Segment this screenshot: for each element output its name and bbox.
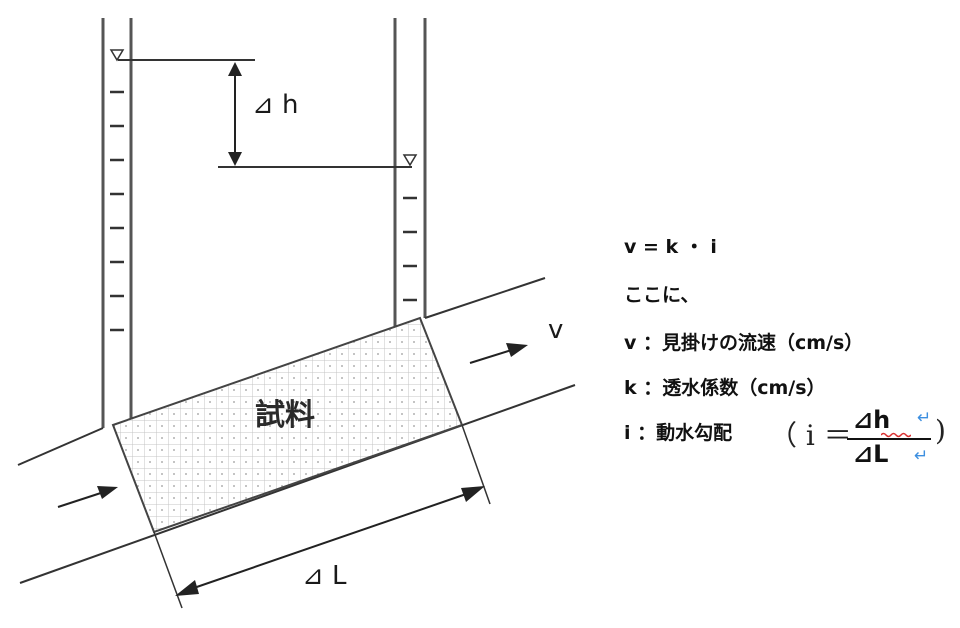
right-tube-ticks: [403, 196, 417, 302]
fraction-bar: [847, 438, 931, 440]
left-tube-ticks: [110, 90, 124, 332]
delta-l-arrowhead-right: [461, 486, 485, 502]
channel-upper-wall-right: [424, 277, 546, 319]
denominator-return-mark: ↵: [914, 446, 929, 466]
right-water-level-marker: [402, 154, 418, 167]
outflow-arrowhead: [506, 343, 528, 357]
spellcheck-squiggle: [881, 432, 911, 438]
k-definition: k ：透水係数（cm/s）: [624, 377, 826, 399]
inflow-arrowhead: [97, 486, 118, 499]
channel-upper-wall-left: [17, 427, 104, 466]
delta-l-arrowhead-left: [175, 580, 199, 596]
fraction-denominator: ⊿L: [853, 440, 889, 468]
legend-intro: ここに、: [624, 284, 700, 306]
delta-l-label: ⊿ L: [302, 561, 347, 591]
delta-h-arrowhead-top: [228, 62, 242, 76]
delta-h-label: ⊿ h: [252, 90, 299, 120]
sample-label: 試料: [255, 398, 315, 433]
delta-h-arrowhead-bottom: [228, 152, 242, 166]
i-definition: i ：動水勾配 （ i ＝ ⊿h ↵ ⊿L ↵ ): [624, 406, 946, 468]
delta-l-ext-right: [461, 424, 491, 505]
left-water-level-marker: [109, 49, 125, 62]
fraction-close-paren: ): [935, 414, 946, 447]
numerator-return-mark: ↵: [917, 408, 932, 428]
darcy-formula: v = k ・ i: [624, 236, 717, 258]
fraction-numerator: ⊿h: [853, 406, 891, 434]
channel-lower-wall: [19, 384, 576, 584]
delta-l-arrow-line: [187, 491, 473, 591]
hydraulic-gradient-fraction: （ i ＝ ⊿h ↵ ⊿L ↵ ): [769, 406, 946, 482]
flow-velocity-label: v: [548, 315, 563, 345]
i-definition-text: i ：動水勾配: [624, 422, 733, 444]
fraction-open-paren: （ i ＝: [769, 419, 852, 452]
delta-l-ext-left: [153, 531, 183, 609]
v-definition: v ：見掛けの流速（cm/s）: [624, 332, 864, 354]
